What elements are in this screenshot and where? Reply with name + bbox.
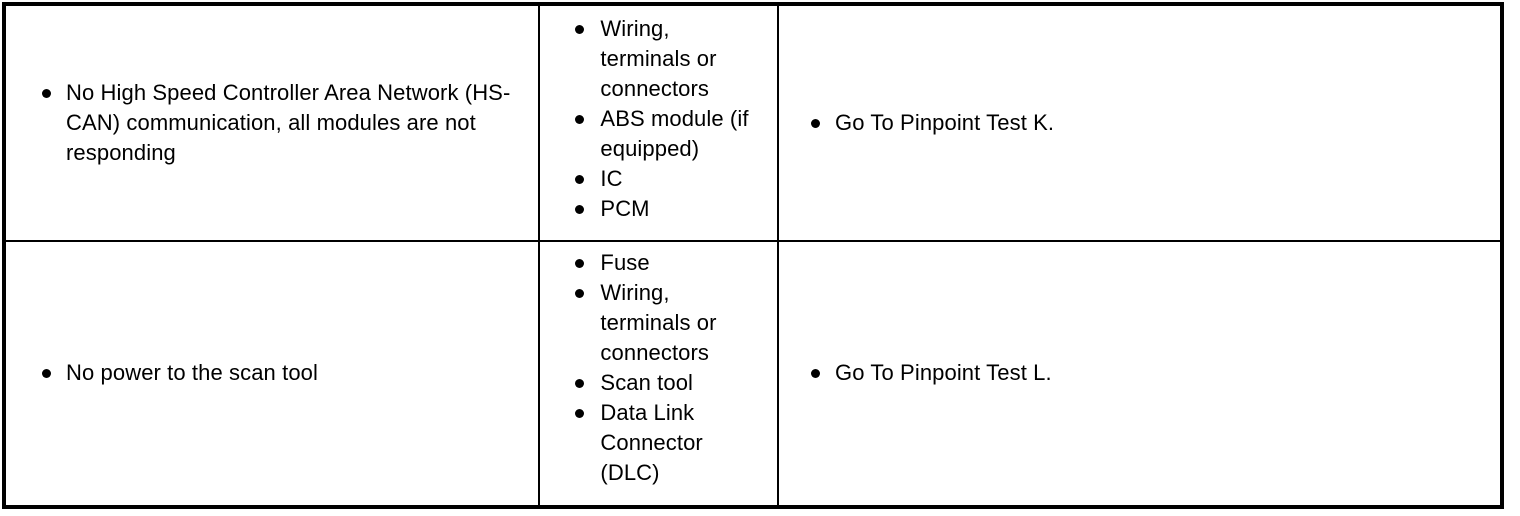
possible-source-list: Wiring, terminals or connectors ABS modu…: [572, 14, 771, 224]
list-item: No High Speed Controller Area Network (H…: [40, 78, 520, 168]
symptom-chart-table: No High Speed Controller Area Network (H…: [2, 2, 1504, 509]
condition-list: No High Speed Controller Area Network (H…: [40, 78, 520, 168]
action-list: Go To Pinpoint Test L.: [809, 358, 1482, 388]
condition-list: No power to the scan tool: [40, 358, 520, 388]
possible-source-cell: Fuse Wiring, terminals or connectors Sca…: [539, 240, 780, 507]
possible-source-cell: Wiring, terminals or connectors ABS modu…: [539, 4, 780, 242]
possible-source-list: Fuse Wiring, terminals or connectors Sca…: [572, 248, 771, 488]
list-item: Scan tool: [572, 368, 771, 398]
table-row: No High Speed Controller Area Network (H…: [4, 4, 1502, 242]
list-item: IC: [572, 164, 771, 194]
list-item: Go To Pinpoint Test L.: [809, 358, 1482, 388]
condition-cell: No power to the scan tool: [4, 240, 541, 507]
list-item: No power to the scan tool: [40, 358, 520, 388]
list-item: Wiring, terminals or connectors: [572, 14, 771, 104]
list-item: ABS module (if equipped): [572, 104, 771, 164]
list-item: Data Link Connector (DLC): [572, 398, 771, 488]
list-item: Wiring, terminals or connectors: [572, 278, 771, 368]
action-list: Go To Pinpoint Test K.: [809, 108, 1482, 138]
possible-source-wrapper: Wiring, terminals or connectors ABS modu…: [540, 6, 777, 232]
table-row: No power to the scan tool Fuse Wiring, t…: [4, 240, 1502, 507]
action-cell: Go To Pinpoint Test L.: [778, 240, 1502, 507]
list-item: Go To Pinpoint Test K.: [809, 108, 1482, 138]
list-item: Fuse: [572, 248, 771, 278]
action-cell: Go To Pinpoint Test K.: [778, 4, 1502, 242]
possible-source-wrapper: Fuse Wiring, terminals or connectors Sca…: [540, 242, 777, 496]
condition-cell: No High Speed Controller Area Network (H…: [4, 4, 541, 242]
list-item: PCM: [572, 194, 771, 224]
